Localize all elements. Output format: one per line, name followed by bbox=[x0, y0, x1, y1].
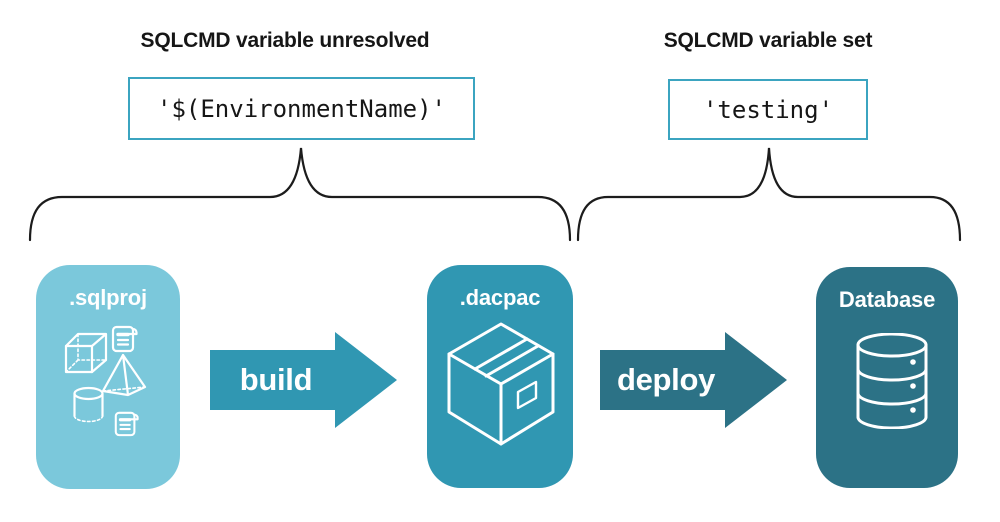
brace-right-icon bbox=[576, 147, 962, 242]
code-box-unresolved-value: '$(EnvironmentName)' bbox=[128, 77, 475, 140]
set-variable-text: 'testing' bbox=[702, 95, 834, 124]
brace-left-icon bbox=[28, 147, 572, 242]
cube-icon bbox=[64, 332, 108, 374]
deploy-arrow-label: deploy bbox=[616, 362, 716, 397]
script-scroll-icon bbox=[114, 411, 139, 437]
sql-project-objects-icon bbox=[64, 325, 147, 437]
node-dacpac-label: .dacpac bbox=[459, 285, 541, 310]
node-sqlproj-label: .sqlproj bbox=[69, 285, 147, 310]
heading-sqlcmd-unresolved: SQLCMD variable unresolved bbox=[140, 29, 430, 52]
node-database: Database bbox=[816, 267, 958, 488]
code-box-set-value: 'testing' bbox=[668, 79, 868, 140]
build-arrow-icon bbox=[210, 332, 397, 428]
database-icon bbox=[856, 333, 928, 429]
script-scroll-icon bbox=[111, 325, 138, 353]
brace-group bbox=[28, 147, 962, 242]
deploy-arrow-icon bbox=[600, 332, 787, 428]
package-icon bbox=[447, 322, 555, 446]
node-sqlproj: .sqlproj bbox=[36, 265, 180, 489]
cylinder-icon bbox=[73, 386, 104, 423]
pyramid-icon bbox=[101, 353, 147, 397]
heading-sqlcmd-set: SQLCMD variable set bbox=[663, 29, 873, 52]
node-database-label: Database bbox=[838, 287, 936, 312]
build-arrow-label: build bbox=[239, 362, 313, 397]
node-dacpac: .dacpac bbox=[427, 265, 573, 488]
unresolved-variable-text: '$(EnvironmentName)' bbox=[157, 94, 446, 123]
